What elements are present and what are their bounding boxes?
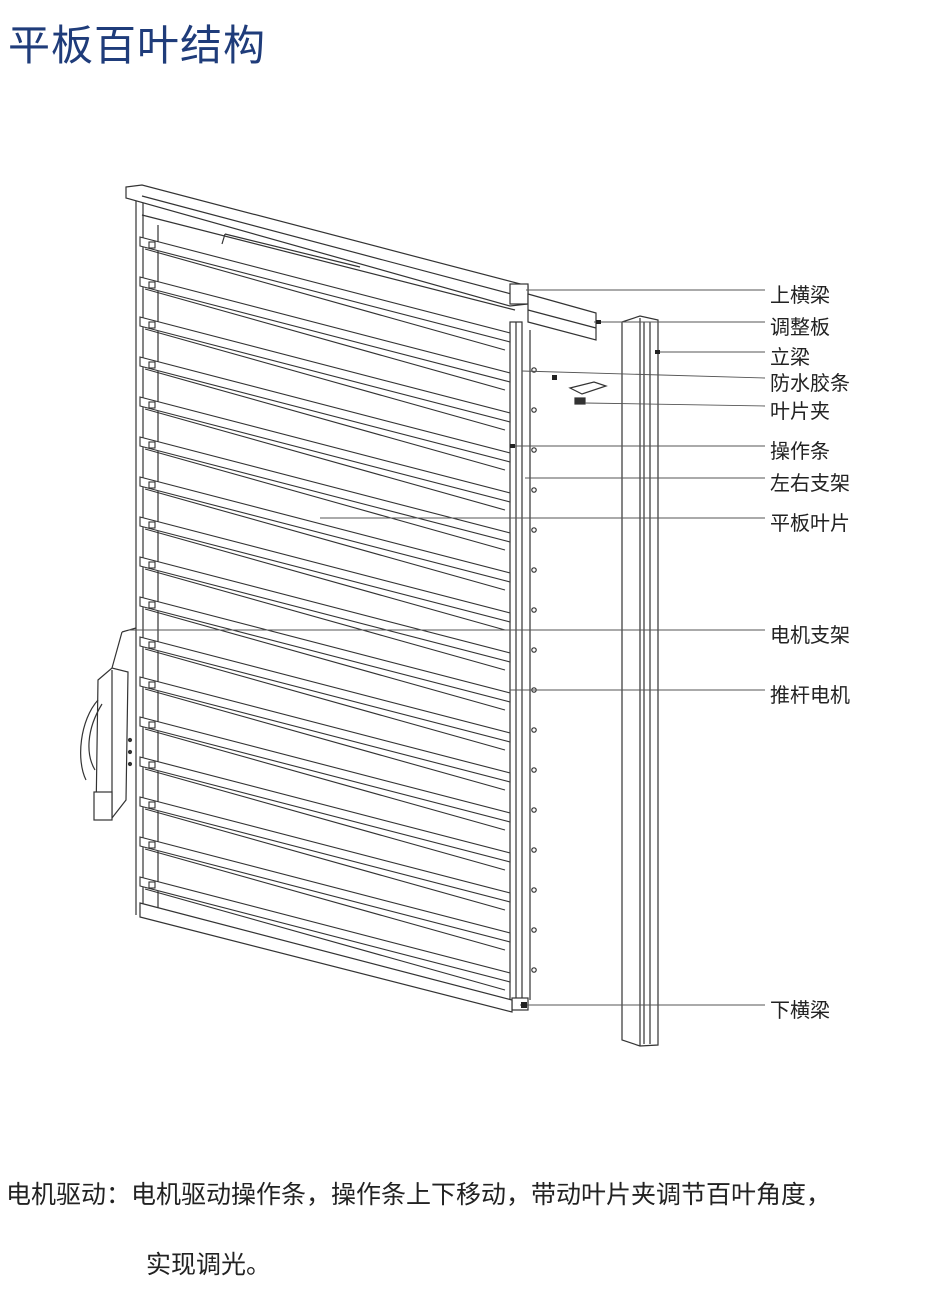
louver-blade: [139, 596, 511, 711]
right-frame: [509, 321, 531, 1011]
caption-line-1: 电机驱动：电机驱动操作条，操作条上下移动，带动叶片夹调节百叶角度，: [6, 1180, 832, 1209]
top-beam-shape: [125, 184, 529, 311]
louver-blade: [139, 756, 511, 871]
label-operating-bar: 操作条: [770, 439, 830, 463]
louver-blade: [139, 796, 511, 911]
louver-blade: [139, 356, 511, 471]
label-waterproof-strip: 防水胶条: [770, 371, 850, 395]
louver-blade: [139, 436, 511, 551]
louver-blade: [139, 396, 511, 511]
blade-clip-shape: [568, 381, 608, 405]
push-rod-motor-shape: [80, 627, 137, 821]
vertical-beam-shape: [621, 315, 659, 1047]
label-side-bracket: 左右支架: [770, 471, 850, 495]
label-adjust-plate: 调整板: [770, 315, 830, 339]
bracket-pins: [531, 367, 537, 973]
label-vertical-beam: 立梁: [770, 345, 810, 369]
caption-line-2: 实现调光。: [146, 1250, 272, 1279]
leader-lines: [128, 289, 766, 1006]
louver-blade: [139, 676, 511, 791]
label-blade-clip: 叶片夹: [770, 399, 830, 423]
caption: 电机驱动：电机驱动操作条，操作条上下移动，带动叶片夹调节百叶角度， 实现调光。: [6, 1160, 926, 1300]
leader-tips: [510, 320, 660, 1008]
louver-blade: [139, 316, 511, 431]
label-top-beam: 上横梁: [770, 283, 830, 307]
label-flat-blade: 平板叶片: [770, 511, 850, 535]
louver-blade: [139, 876, 511, 991]
louver-blade: [139, 836, 511, 951]
label-bottom-beam: 下横梁: [770, 998, 830, 1022]
louver-blade: [139, 236, 511, 351]
louver-blade: [139, 516, 511, 631]
louver-blade: [139, 716, 511, 831]
louver-blades: [139, 236, 511, 991]
louver-blade: [139, 476, 511, 591]
adjust-plate-shape: [527, 293, 597, 341]
louver-blade: [139, 556, 511, 671]
louver-blade: [139, 636, 511, 751]
label-motor-bracket: 电机支架: [770, 623, 850, 647]
label-push-rod-motor: 推杆电机: [770, 683, 850, 707]
bottom-beam-shape: [139, 902, 513, 1013]
louver-blade: [139, 276, 511, 391]
page-title: 平板百叶结构: [8, 21, 267, 70]
